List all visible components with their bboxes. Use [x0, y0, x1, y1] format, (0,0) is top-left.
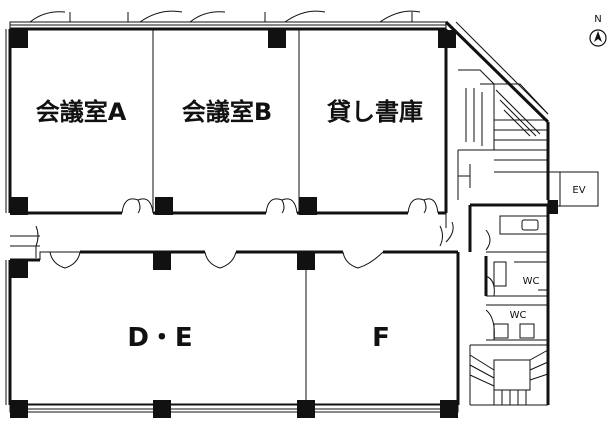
north-compass: N [589, 14, 607, 47]
room-f-label: F [372, 323, 390, 353]
service-block: WC WC [468, 200, 558, 405]
corridor [10, 213, 454, 258]
wc-upper-label: WC [523, 276, 540, 287]
upper-room-doors [121, 198, 439, 214]
elevator-label: EV [572, 185, 585, 196]
lower-room-doors [49, 251, 384, 269]
upper-columns [10, 30, 456, 215]
room-de-label: D・E [127, 323, 192, 353]
room-b-label: 会議室B [182, 98, 272, 126]
upper-window-strip [9, 10, 447, 30]
library-label: 貸し書庫 [327, 98, 423, 126]
lower-columns [10, 252, 458, 418]
lower-rooms-block [5, 250, 460, 413]
room-a-label: 会議室A [36, 98, 127, 126]
compass-north-label: N [594, 14, 601, 25]
lower-stair-block [469, 344, 549, 406]
compass-arrow-icon [594, 31, 602, 42]
wc-lower-label: WC [510, 310, 527, 321]
upper-stair-block [444, 20, 550, 200]
